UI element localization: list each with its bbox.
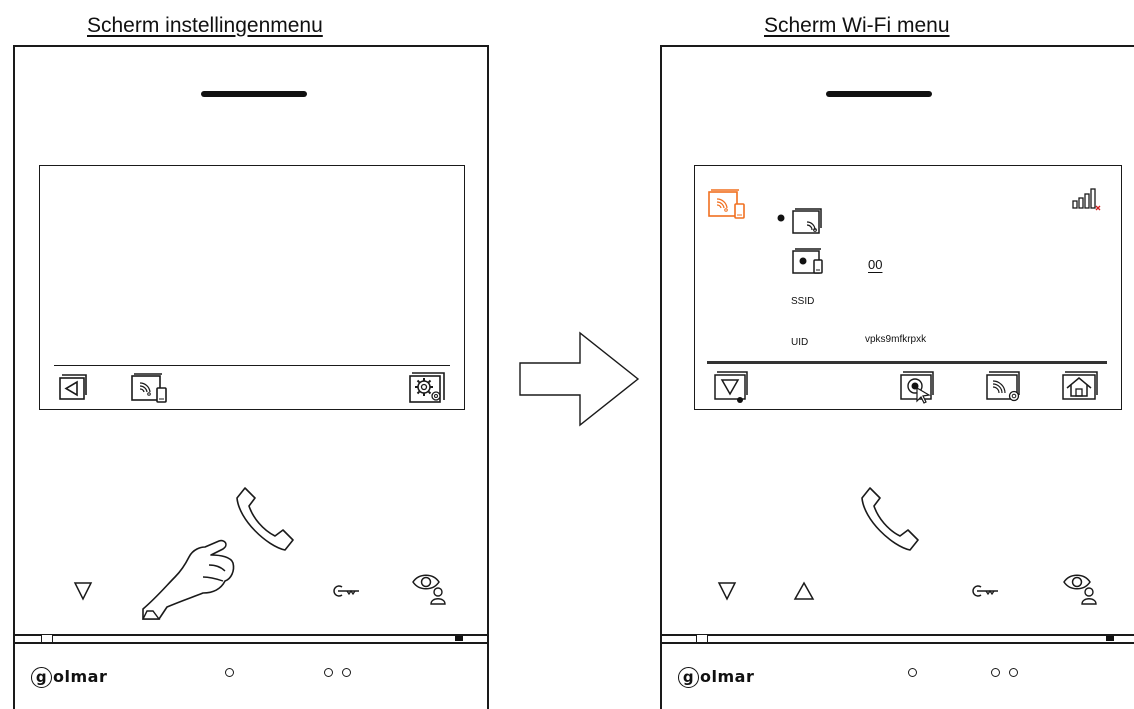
- door-key-icon[interactable]: [333, 584, 361, 598]
- eye-person-icon[interactable]: [1062, 571, 1098, 607]
- wifi-settings-icon[interactable]: [985, 369, 1027, 405]
- status-led: [455, 636, 463, 641]
- left-screen-title: Scherm instellingenmenu: [87, 14, 323, 37]
- screen-toolbar-divider: [54, 365, 450, 366]
- status-led: [1106, 636, 1114, 641]
- handset-icon[interactable]: [233, 484, 297, 556]
- indicator-light: [908, 668, 917, 677]
- device-code-value: 00: [868, 257, 883, 272]
- down-scroll-icon[interactable]: [713, 369, 753, 405]
- back-icon[interactable]: [58, 371, 94, 401]
- speaker-slot: [201, 91, 307, 97]
- front-panel-divider-bottom: [660, 642, 1134, 644]
- pointing-hand-icon: [141, 539, 235, 620]
- ssid-label: SSID: [791, 296, 815, 307]
- wifi-app-icon[interactable]: [130, 370, 172, 404]
- down-arrow-button[interactable]: [73, 580, 93, 602]
- right-monitor: 00 SSID UID vpks9mfkrpxk: [660, 45, 1134, 709]
- right-display: 00 SSID UID vpks9mfkrpxk: [694, 165, 1122, 410]
- settings-icon[interactable]: [408, 370, 450, 406]
- speaker-slot: [826, 91, 932, 97]
- eye-person-icon[interactable]: [411, 571, 447, 607]
- mic-slot: [41, 634, 53, 643]
- wifi-app-icon: [708, 189, 745, 219]
- screen-toolbar-divider: [707, 361, 1107, 364]
- uid-value: vpks9mfkrpxk: [865, 334, 927, 345]
- signal-strength-icon: [1072, 188, 1101, 211]
- down-arrow-button[interactable]: [717, 580, 737, 602]
- device-link-icon[interactable]: [791, 246, 827, 278]
- indicator-light: [991, 668, 1000, 677]
- handset-icon[interactable]: [858, 484, 922, 556]
- uid-label: UID: [791, 337, 809, 348]
- select-icon[interactable]: [899, 369, 939, 405]
- transition-arrow: [519, 331, 640, 427]
- indicator-light: [342, 668, 351, 677]
- up-arrow-button[interactable]: [793, 580, 815, 602]
- front-panel-divider-top: [660, 634, 1134, 636]
- mic-slot: [696, 634, 708, 643]
- front-panel-divider-bottom: [13, 642, 489, 644]
- indicator-light: [324, 668, 333, 677]
- selected-bullet: [777, 214, 785, 222]
- left-display: [39, 165, 465, 410]
- door-key-icon[interactable]: [972, 584, 1000, 598]
- indicator-light: [1009, 668, 1018, 677]
- right-screen-title: Scherm Wi-Fi menu: [764, 14, 950, 37]
- home-icon[interactable]: [1061, 369, 1103, 405]
- indicator-light: [225, 668, 234, 677]
- wifi-mode-icon[interactable]: [791, 206, 827, 236]
- front-panel-divider-top: [13, 634, 489, 636]
